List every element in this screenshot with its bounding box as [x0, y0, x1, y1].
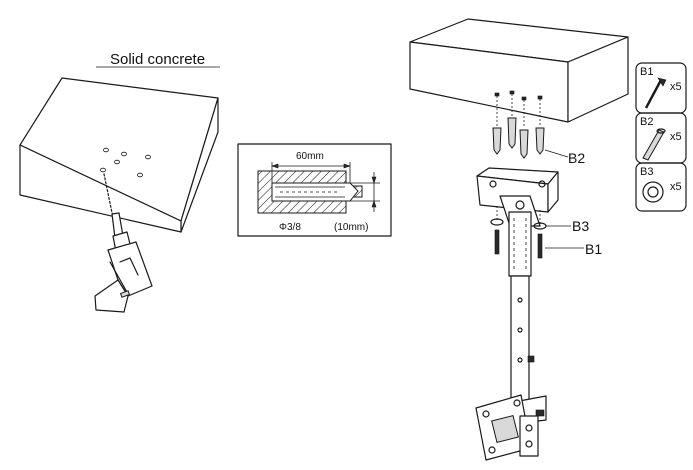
callout-b2: B2 [568, 150, 585, 166]
screw-icon [644, 77, 667, 109]
diameter-label: Φ3/8 [279, 222, 301, 233]
b2-leader [544, 149, 569, 158]
hole-depth-detail: 60mm Φ3/8 (10mm) [237, 143, 392, 237]
depth-label: 60mm [296, 151, 324, 162]
legend-b2-code: B2 [640, 116, 653, 128]
guide-lines [494, 90, 543, 128]
ceiling-block [409, 18, 629, 123]
wall-anchors [492, 117, 545, 159]
concrete-block-left [19, 77, 219, 233]
washers-bolts [490, 206, 547, 259]
legend-b1-code: B1 [640, 66, 653, 78]
callout-b1: B1 [585, 241, 602, 257]
legend-b2-qty: x5 [670, 131, 682, 143]
legend-b1-qty: x5 [670, 81, 682, 93]
legend-b3-code: B3 [640, 166, 653, 178]
parts-legend: B1 x5 B2 x5 B3 x5 [635, 62, 687, 212]
callout-b3: B3 [572, 218, 589, 234]
concrete-label: Solid concrete [110, 51, 205, 68]
extension-pole [508, 211, 535, 405]
anchor-icon [642, 128, 666, 161]
vesa-plate [475, 394, 547, 461]
washer-icon [642, 181, 664, 203]
drill-holes-left [100, 147, 151, 178]
power-drill [94, 173, 153, 313]
legend-b3-qty: x5 [670, 181, 682, 193]
metric-label: (10mm) [334, 222, 368, 233]
